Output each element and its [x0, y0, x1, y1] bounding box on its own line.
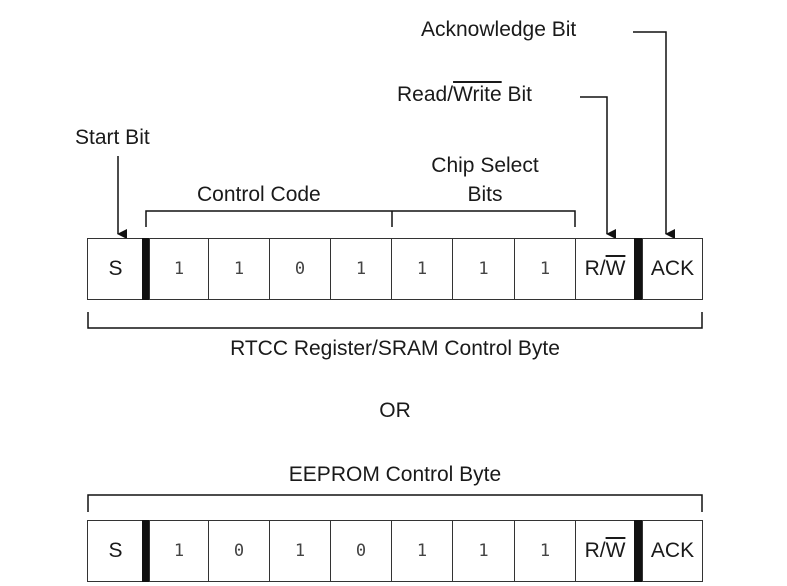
bit-cell-4: 0 — [330, 520, 392, 582]
bit-cell-5: 0 — [269, 238, 331, 300]
separator-bar — [142, 520, 151, 582]
separator-bar — [142, 238, 151, 300]
chip-select-label-line1: Chip Select — [431, 154, 539, 177]
or-label: OR — [379, 399, 411, 422]
rtcc-control-byte-row: S 1 1 0 1 1 1 1 R/W ACK — [87, 238, 703, 300]
bit-cell-2: 1 — [452, 238, 515, 300]
bit-cell-2: 1 — [452, 520, 515, 582]
ack-bit-cell: ACK — [642, 238, 703, 300]
bit-cell-1: 1 — [514, 238, 576, 300]
rw-w-text: W — [605, 539, 626, 562]
start-bit-cell: S — [87, 238, 144, 300]
rw-bit-label: Read/Write Bit — [397, 83, 532, 107]
start-bit-label: Start Bit — [75, 126, 150, 149]
rtcc-bracket — [87, 312, 703, 329]
rw-bit-arrow — [580, 96, 616, 239]
ack-bit-cell: ACK — [642, 520, 703, 582]
control-code-label: Control Code — [197, 183, 321, 206]
bit-cell-6: 0 — [208, 520, 270, 582]
bit-cell-4: 1 — [330, 238, 392, 300]
bit-cell-3: 1 — [391, 238, 453, 300]
rw-bit-label-read: Read/ — [397, 83, 454, 106]
ack-bit-arrow — [633, 31, 675, 239]
rtcc-byte-label: RTCC Register/SRAM Control Byte — [230, 337, 560, 360]
rw-bit-cell: R/W — [575, 238, 635, 300]
separator-bar — [634, 238, 643, 300]
ack-bit-label: Acknowledge Bit — [421, 18, 577, 41]
eeprom-byte-label: EEPROM Control Byte — [288, 463, 502, 486]
chip-select-label-line2: Bits — [467, 183, 503, 206]
bit-cell-6: 1 — [208, 238, 270, 300]
eeprom-bracket — [87, 494, 703, 512]
separator-bar — [634, 520, 643, 582]
bit-cell-1: 1 — [514, 520, 576, 582]
rw-bit-label-suffix: Bit — [501, 83, 533, 106]
rw-r-text: R/ — [584, 539, 606, 562]
bit-cell-3: 1 — [391, 520, 453, 582]
rw-bit-cell: R/W — [575, 520, 635, 582]
rw-r-text: R/ — [584, 257, 606, 280]
bit-cell-7: 1 — [149, 238, 209, 300]
start-bit-cell: S — [87, 520, 144, 582]
bit-cell-5: 1 — [269, 520, 331, 582]
eeprom-control-byte-row: S 1 0 1 0 1 1 1 R/W ACK — [87, 520, 703, 582]
rw-bit-label-write: Write — [453, 83, 502, 106]
rw-w-text: W — [605, 257, 626, 280]
bit-cell-7: 1 — [149, 520, 209, 582]
control-code-bracket — [145, 210, 576, 227]
